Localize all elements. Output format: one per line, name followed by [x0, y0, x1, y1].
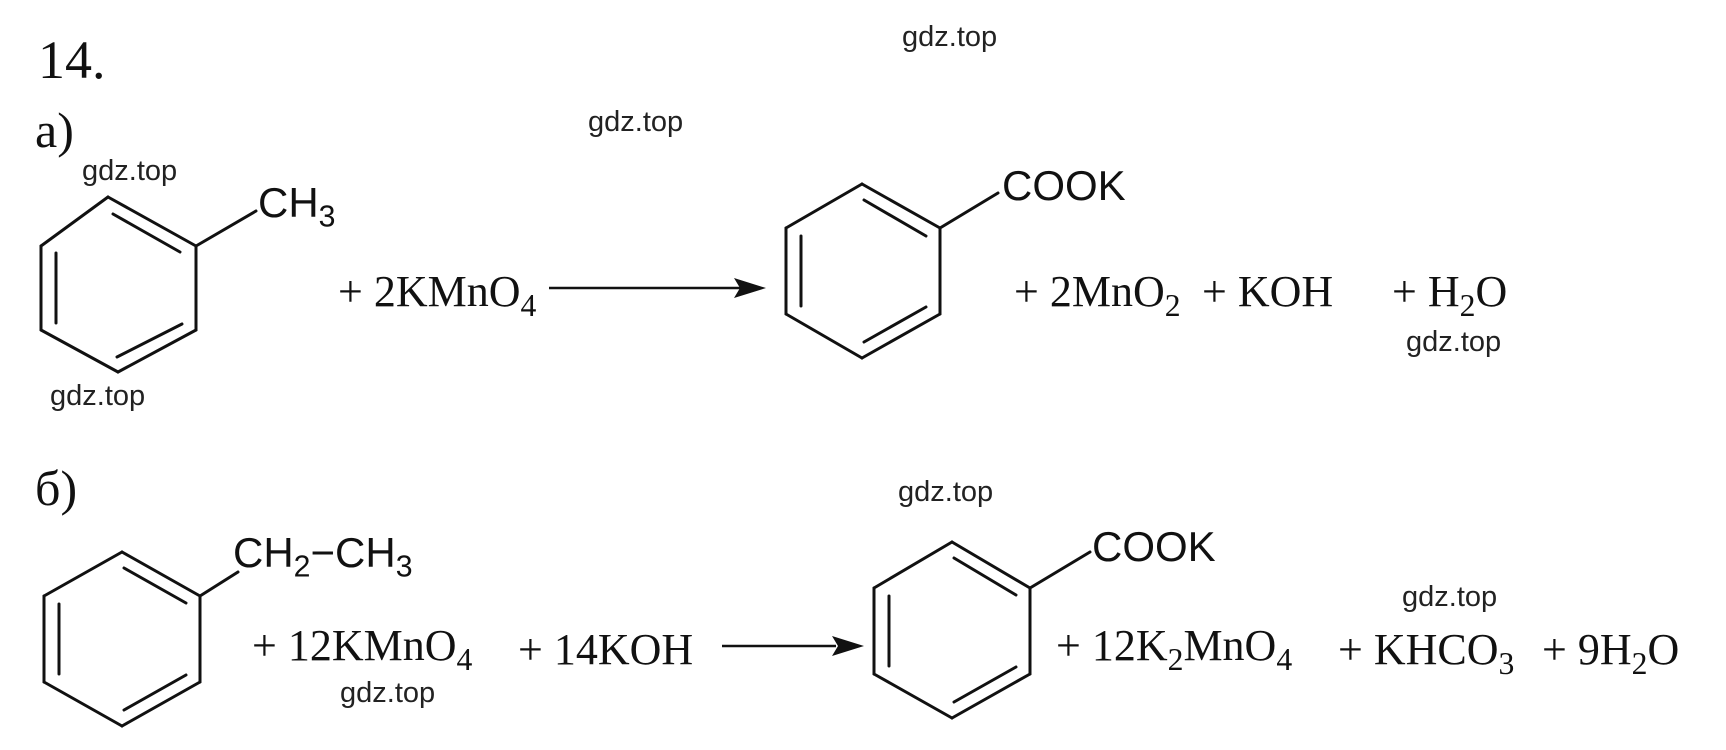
problem-number: 14. [38, 30, 106, 90]
part-b-label: б) [35, 460, 78, 516]
cook-group-b: COOK [1092, 523, 1216, 570]
benzene-ring-benzoate-b [872, 540, 1032, 720]
watermark: gdz.top [340, 677, 436, 709]
watermark: gdz.top [902, 21, 998, 53]
watermark: gdz.top [50, 380, 146, 412]
byproduct-h2o-a: + H2O [1392, 267, 1508, 324]
watermark: gdz.top [898, 476, 994, 508]
byproduct-koh-a: + KOH [1202, 267, 1334, 316]
watermark: gdz.top [1406, 326, 1502, 358]
watermark: gdz.top [82, 155, 178, 187]
reagent-koh-b: + 14KOH [518, 625, 694, 674]
reagent-kmno4-b: + 12KMnO4 [252, 621, 473, 678]
watermark: gdz.top [1402, 581, 1498, 613]
bond-ring-cook-b [1028, 550, 1092, 590]
cook-group-a: COOK [1002, 162, 1126, 209]
bond-ring-ch3 [194, 209, 258, 248]
benzene-ring-benzoate-a [784, 182, 942, 360]
reaction-arrow-b [722, 636, 864, 656]
bond-ring-cook-a [938, 191, 1000, 230]
part-a-label: а) [35, 102, 74, 158]
benzene-ring-ethylbenzene [42, 550, 202, 728]
byproduct-khco3: + KHCO3 [1338, 625, 1515, 682]
reagent-kmno4-a: + 2KMnO4 [338, 267, 537, 324]
byproduct-k2mno4: + 12K2MnO4 [1056, 621, 1293, 678]
ch3-group: CH3 [258, 179, 336, 234]
reaction-arrow-a [549, 278, 766, 298]
bond-ring-ch2 [198, 570, 240, 598]
ch2-ch3-group: CH2−CH3 [233, 529, 413, 584]
byproduct-mno2: + 2MnO2 [1014, 267, 1181, 324]
benzene-ring-toluene [39, 195, 198, 374]
watermark: gdz.top [588, 106, 684, 138]
byproduct-h2o-b: + 9H2O [1542, 625, 1680, 682]
